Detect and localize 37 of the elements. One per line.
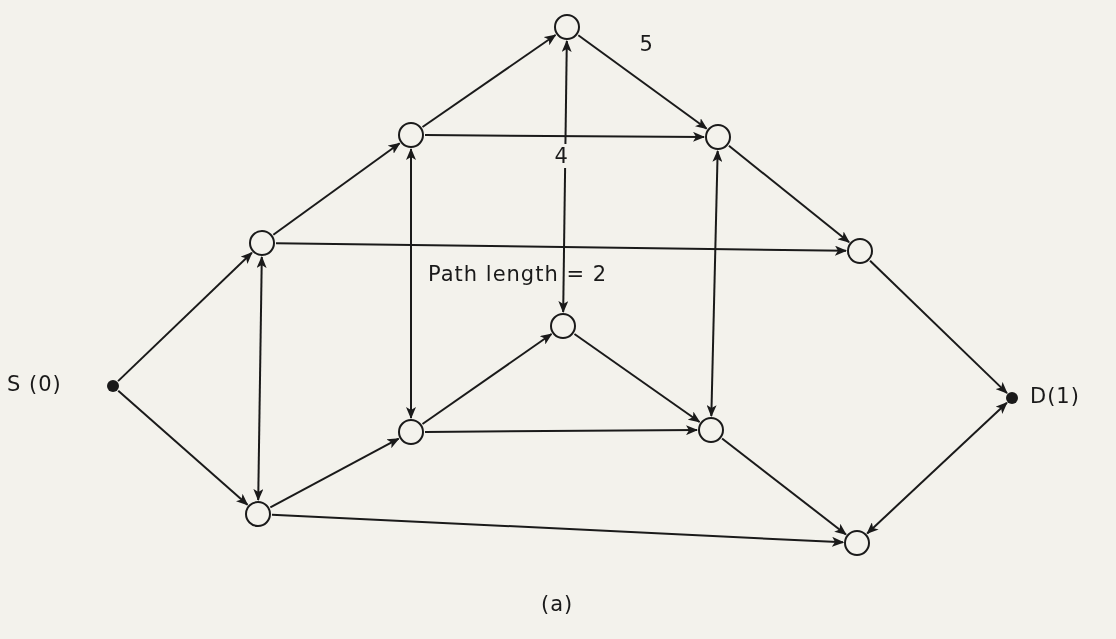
arrow <box>866 401 1008 535</box>
caption: (a) <box>541 592 574 616</box>
arrow <box>424 425 698 436</box>
arrow <box>727 144 851 244</box>
node-circle <box>844 530 870 556</box>
arrow <box>424 131 705 142</box>
arrow <box>269 437 400 509</box>
arrow <box>275 242 847 256</box>
arrow <box>117 389 249 506</box>
arrow <box>706 150 723 417</box>
arrow <box>558 40 572 313</box>
arrow <box>271 513 844 547</box>
node-circle <box>847 238 873 264</box>
node-label: S (0) <box>7 372 62 396</box>
node-circle <box>398 122 424 148</box>
arrow <box>869 259 1008 395</box>
node-circle <box>554 14 580 40</box>
node-circle <box>705 124 731 150</box>
node-circle <box>249 230 275 256</box>
arrow <box>272 142 401 236</box>
arrow <box>577 34 708 130</box>
edge-label: 4 <box>552 144 570 168</box>
node-circle <box>698 417 724 443</box>
node-label: D(1) <box>1030 384 1080 408</box>
arrow <box>421 333 553 425</box>
arrow <box>406 148 416 419</box>
arrow <box>573 333 701 423</box>
arrow <box>421 33 557 129</box>
annotation-text: Path length = 2 <box>428 262 608 286</box>
arrow <box>253 256 267 501</box>
terminal-dot <box>1006 392 1018 404</box>
arrow <box>721 437 847 536</box>
node-circle <box>245 501 271 527</box>
arrow <box>117 251 253 383</box>
terminal-dot <box>107 380 119 392</box>
node-circle <box>550 313 576 339</box>
node-circle <box>398 419 424 445</box>
